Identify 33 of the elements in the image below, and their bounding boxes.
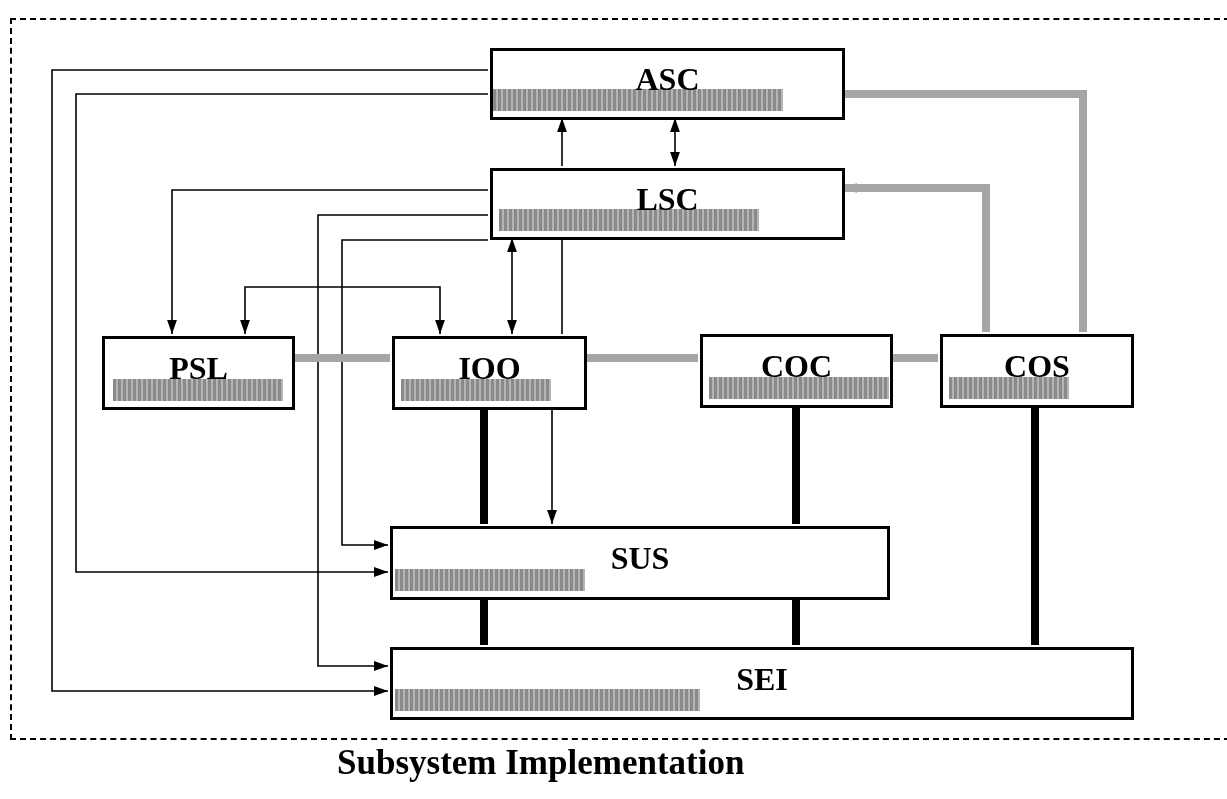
- connector-line: [891, 354, 938, 362]
- connector-line: [792, 598, 800, 645]
- connector-line: [293, 354, 390, 362]
- box-label: COS: [1004, 350, 1070, 382]
- box-label: SEI: [736, 662, 788, 695]
- process-box: [392, 336, 587, 410]
- arrow: [75, 93, 489, 577]
- diagram-caption: Subsystem Implementation: [337, 744, 745, 783]
- arrow: [317, 214, 489, 671]
- connector-line: [480, 408, 488, 524]
- arrow: [843, 183, 990, 332]
- connector-line: [1031, 406, 1039, 645]
- arrow: [51, 69, 489, 696]
- process-box: [490, 168, 845, 240]
- box-label: ASC: [635, 63, 700, 95]
- connector-line: [585, 354, 698, 362]
- box-label: SUS: [610, 542, 670, 574]
- process-box: [102, 336, 295, 410]
- process-box: [490, 48, 845, 120]
- arrow: [341, 239, 489, 550]
- box-label: PSL: [169, 352, 228, 384]
- connector-line: [480, 598, 488, 645]
- arrow: [167, 189, 489, 335]
- process-box: [390, 526, 890, 600]
- process-box: [940, 334, 1134, 408]
- box-label: IOO: [458, 352, 521, 384]
- process-box: [700, 334, 893, 408]
- box-label: COC: [760, 350, 833, 382]
- connector-line: [843, 90, 1087, 332]
- box-label: LSC: [636, 183, 699, 215]
- process-box: [390, 647, 1134, 720]
- arrow: [240, 286, 445, 335]
- connector-line: [792, 406, 800, 524]
